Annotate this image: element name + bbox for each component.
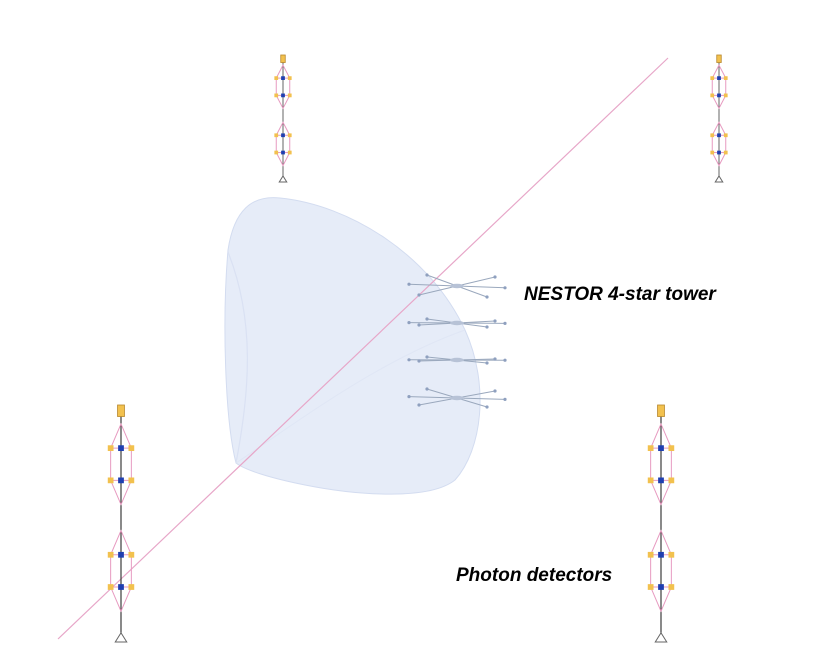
star-floor-icon [407, 355, 507, 365]
detector-string-icon [710, 54, 728, 183]
tower-label: NESTOR 4-star tower [524, 284, 716, 305]
detectors-label: Photon detectors [456, 565, 613, 586]
star-tower [407, 273, 507, 409]
detector-string-icon [107, 404, 135, 643]
detector-string-icon [274, 54, 292, 183]
star-floor-icon [407, 273, 507, 299]
detector-strings [107, 54, 728, 643]
cherenkov-cone-icon [224, 197, 481, 495]
particle-track-icon [57, 57, 669, 640]
star-floor-icon [407, 387, 507, 409]
detector-string-icon [647, 404, 675, 643]
star-floor-icon [407, 317, 507, 329]
